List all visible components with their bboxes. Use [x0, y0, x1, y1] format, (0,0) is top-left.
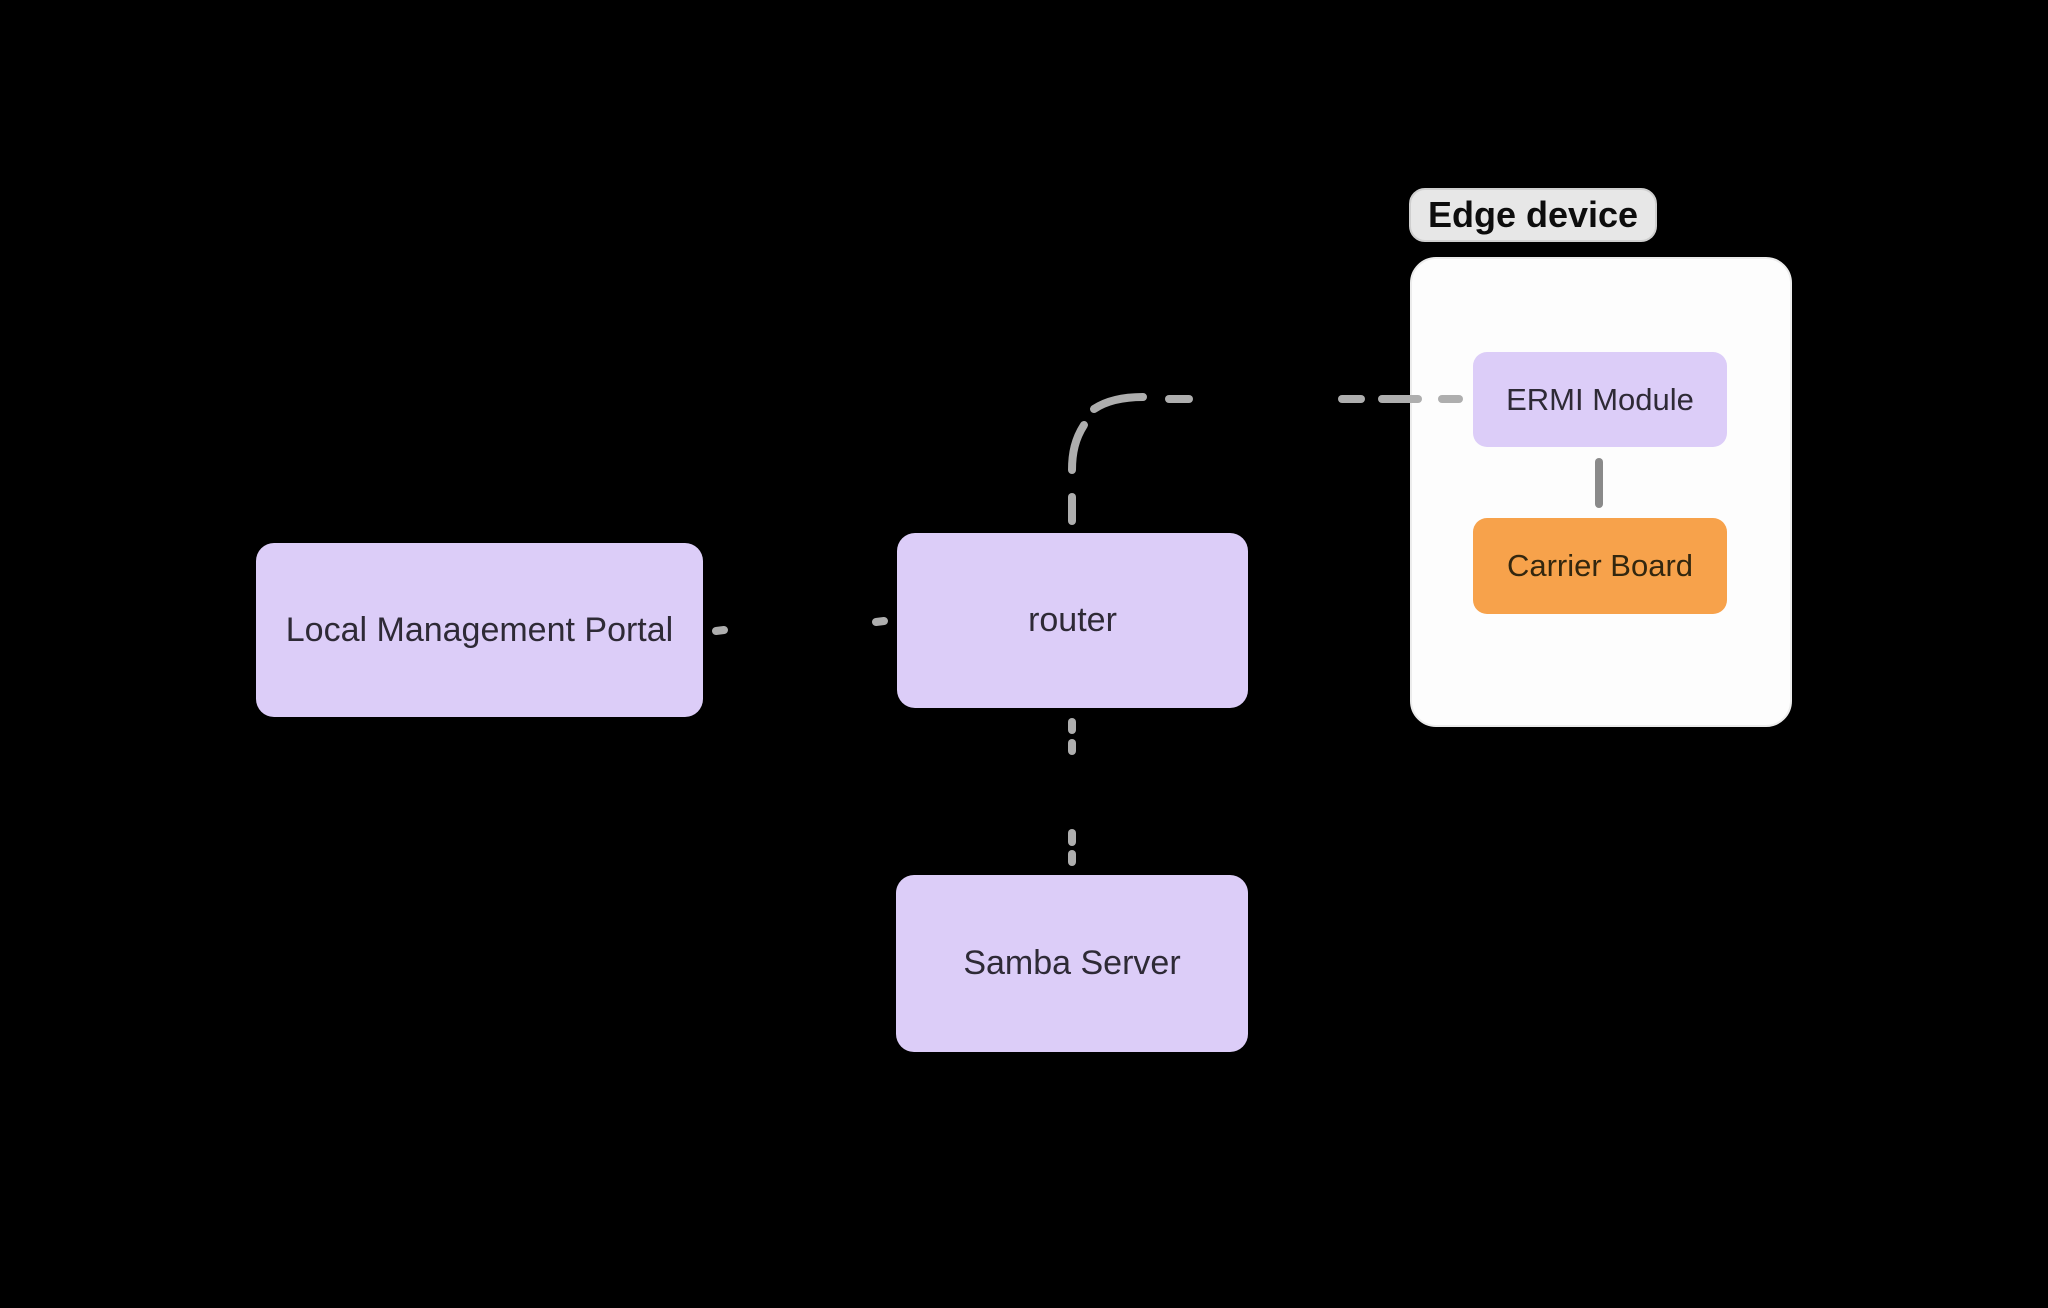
- node-carrier-board[interactable]: Carrier Board: [1473, 518, 1727, 614]
- edge-device-container[interactable]: [1410, 257, 1792, 727]
- node-carrier-board-label: Carrier Board: [1506, 548, 1694, 584]
- node-router[interactable]: router: [897, 533, 1248, 708]
- node-ermi-module[interactable]: ERMI Module: [1473, 352, 1727, 447]
- node-samba-server-label: Samba Server: [963, 944, 1181, 983]
- edge-device-badge[interactable]: Edge device: [1409, 188, 1657, 242]
- node-router-label: router: [1028, 601, 1117, 640]
- node-local-management-portal-label: Local Management Portal: [285, 610, 674, 649]
- edge-device-badge-label: Edge device: [1427, 194, 1639, 236]
- node-ermi-module-label: ERMI Module: [1506, 381, 1694, 417]
- edge-lmp-router: [712, 617, 888, 635]
- node-samba-server[interactable]: Samba Server: [896, 875, 1248, 1052]
- node-local-management-portal[interactable]: Local Management Portal: [256, 543, 703, 717]
- edge-router-ermi: [1068, 393, 1463, 525]
